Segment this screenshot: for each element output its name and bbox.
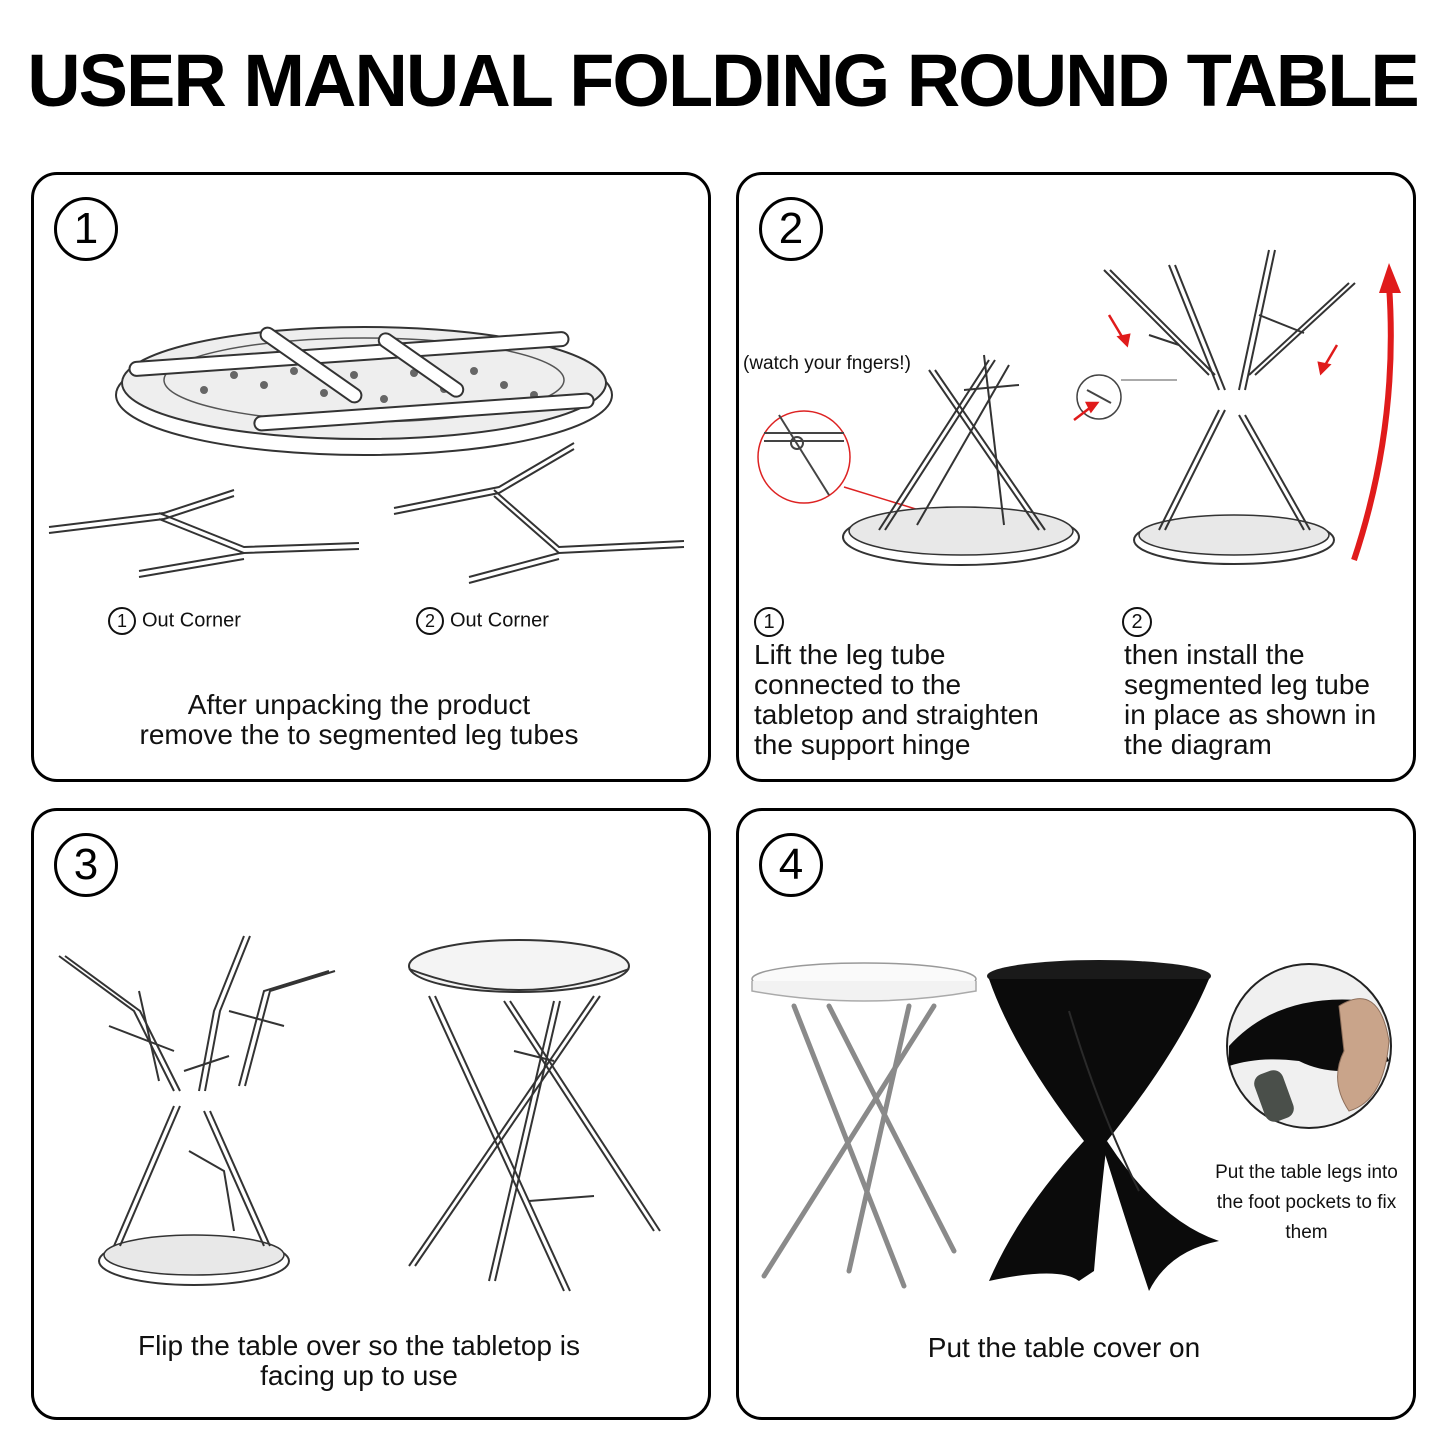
page-title: USER MANUAL FOLDING ROUND TABLE [27,39,1420,122]
step-3-panel: 3 Flip the table over so the tabletop is [31,808,711,1420]
step-number: 1 [54,197,118,261]
folded-table-illustration [48,326,685,584]
step-3-caption: Flip the table over so the tabletop is f… [137,1330,581,1391]
finger-warning: (watch your fngers!) [743,353,911,374]
step-2-panel: 2 (watch your fngers!) [736,172,1416,782]
step-4-panel: 4 Put the table legs into the foot pocke… [736,808,1416,1420]
flip-table-illustration [58,935,661,1292]
step-1-panel: 1 [31,172,711,782]
table-cover-illustration [751,960,1392,1291]
leg-install-illustration [757,249,1401,566]
substep-1-number: 1 [754,607,784,637]
substep-2-text: then install the segmented leg tube in p… [1124,639,1377,760]
step-4-caption: Put the table cover on [927,1332,1201,1363]
step-1-caption: After unpacking the product remove the t… [139,689,579,750]
step-number: 4 [759,833,823,897]
step-number: 3 [54,833,118,897]
substep-1-text: Lift the leg tube connected to the table… [754,639,1039,760]
side-note: Put the table legs into the foot pockets… [1215,1162,1398,1243]
substep-2-number: 2 [1122,607,1152,637]
step-number: 2 [759,197,823,261]
